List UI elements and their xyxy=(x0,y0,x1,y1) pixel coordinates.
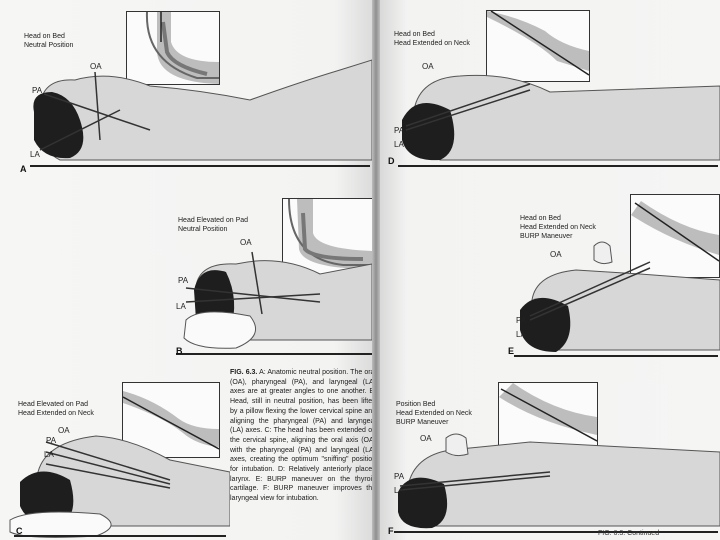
oa-label-e: OA xyxy=(550,250,562,259)
panel-b: Head Elevated on Pad Neutral Position OA… xyxy=(0,190,372,360)
figure-caption-text: A: Anatomic neutral position. The oral (… xyxy=(230,369,372,502)
pa-label-a: PA xyxy=(32,86,42,95)
panel-letter-b: B xyxy=(176,346,183,356)
la-label-f: LA xyxy=(394,486,404,495)
patient-illustration-b xyxy=(0,190,372,360)
patient-illustration-f xyxy=(380,376,720,540)
continued-caption: FIG. 6.3. Continued xyxy=(598,530,659,537)
panel-e: Head on Bed Head Extended on Neck BURP M… xyxy=(380,190,720,360)
pa-label-d: PA xyxy=(394,126,404,135)
panel-letter-e: E xyxy=(508,346,514,356)
hand-illustration xyxy=(594,242,612,264)
panel-c: Head Elevated on Pad Head Extended on Ne… xyxy=(0,376,230,540)
la-label-c: LA xyxy=(44,450,54,459)
patient-illustration-d xyxy=(380,0,720,180)
oa-label-b: OA xyxy=(240,238,252,247)
panel-d: Head on Bed Head Extended on Neck OA PA … xyxy=(380,0,720,180)
panel-letter-a: A xyxy=(20,164,27,174)
oa-label-c: OA xyxy=(58,426,70,435)
panel-a: Head on Bed Neutral Position OA PA LA A xyxy=(0,0,372,180)
hand-illustration xyxy=(446,434,468,456)
figure-caption: FIG. 6.3. A: Anatomic neutral position. … xyxy=(230,368,372,504)
panel-letter-d: D xyxy=(388,156,395,166)
oa-label-a: OA xyxy=(90,62,102,71)
figure-caption-label: FIG. 6.3. xyxy=(230,369,257,376)
patient-illustration-a xyxy=(0,0,372,180)
la-label-d: LA xyxy=(394,140,404,149)
la-label-e: LA xyxy=(516,330,526,339)
patient-illustration-e xyxy=(380,190,720,360)
patient-illustration-c xyxy=(0,376,230,540)
pa-label-c: PA xyxy=(46,436,56,445)
la-label-b: LA xyxy=(176,302,186,311)
left-page: Head on Bed Neutral Position OA PA LA A … xyxy=(0,0,372,540)
oa-label-f: OA xyxy=(420,434,432,443)
right-page: (...) Head on Bed Head Extended on Neck … xyxy=(380,0,720,540)
panel-f: Position Bed Head Extended on Neck BURP … xyxy=(380,376,720,540)
pa-label-f: PA xyxy=(394,472,404,481)
book-gutter xyxy=(372,0,380,540)
panel-letter-f: F xyxy=(388,526,394,536)
la-label-a: LA xyxy=(30,150,40,159)
pa-label-b: PA xyxy=(178,276,188,285)
pa-label-e: PA xyxy=(516,316,526,325)
oa-label-d: OA xyxy=(422,62,434,71)
panel-letter-c: C xyxy=(16,526,23,536)
